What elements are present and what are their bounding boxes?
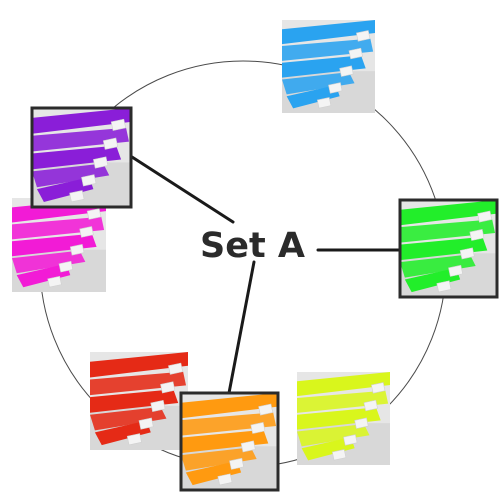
swatch-selected-border [398,198,499,299]
connector-line-purple [130,155,235,224]
wristband-tab [110,118,126,131]
wristband-strip [90,371,187,396]
wristband-tab [339,65,354,77]
wristband-strip [297,390,389,413]
wristband-strip [297,407,381,430]
wristband-strip [181,393,278,419]
wristband-tab [160,381,176,394]
wristband-tab [436,280,452,293]
wristband-tab [69,190,85,203]
wristband-strip [94,420,151,446]
swatch-lime[interactable] [297,372,390,465]
wristband-strip [12,216,105,240]
wristband-strip [400,236,488,261]
wristband-tab [316,97,332,109]
wristband-tab [348,47,363,60]
wristband-strip [32,108,131,134]
wristband-strip [12,233,97,257]
wristband-strip [181,447,257,471]
wristband-tab [356,30,371,42]
wristband-strip [404,267,461,293]
wristband-strip [90,352,188,378]
wristband-tab [371,382,386,394]
wristband-tab [168,362,184,375]
swatch-blue[interactable] [282,20,375,113]
wristband-tab [126,433,142,446]
wristband-tab [93,156,109,169]
wristband-strip [282,72,355,95]
wristband-tab [354,417,369,429]
wristband-strip [301,437,355,461]
swatch-orange[interactable] [179,391,280,492]
wristband-tab [363,399,378,412]
wristband-tab [328,82,343,94]
wristband-tab [477,210,493,223]
wristband-strip [32,127,130,152]
wristband-tab [102,137,119,150]
wristband-strip [12,250,86,274]
wristband-tab [258,403,274,416]
wristband-tab [69,243,85,256]
swatch-green[interactable] [398,198,499,299]
wristband-tab [469,229,485,241]
wristband-tab [150,399,166,412]
swatch-purple[interactable] [30,106,133,209]
wristband-tab [86,208,102,220]
wristband-tab [331,449,347,461]
wristband-strip [286,85,340,109]
wristband-strip [16,263,71,288]
wristband-tab [459,247,475,260]
swatch-selected-border [30,106,133,209]
wristband-tab [240,440,256,453]
wristband-tab [58,260,74,273]
wristband-tab [138,417,154,430]
swatch-red[interactable] [90,352,188,450]
set-label: Set A [200,226,305,266]
wristband-strip [181,429,269,454]
connector-line-orange [227,260,256,395]
connector-lines [130,155,402,395]
wristband-strip [297,372,390,397]
wristband-tab [343,434,358,446]
wristband-strip [400,254,476,278]
wristband-tab [217,473,233,486]
wristband-tab [229,457,245,470]
wristband-strip [181,412,277,436]
wristband-strip [36,177,94,203]
wristband-tab [47,275,62,288]
wristband-tab [81,174,97,187]
wristband-strip [90,406,167,431]
wristband-strip [282,20,375,45]
wristband-tab [448,264,464,277]
wristband-strip [32,163,110,188]
wristband-strip [185,460,242,486]
wristband-strip [282,55,366,78]
wristband-strip [90,389,179,413]
wristband-strip [400,219,496,243]
wristband-strip [297,424,370,447]
wristband-tab [250,422,266,434]
wristband-strip [400,200,497,226]
swatch-selected-border [179,391,280,492]
swatch-pink[interactable] [12,198,106,292]
wristband-strip [282,38,374,61]
wristband-tab [79,226,94,238]
wristband-strip [32,145,122,170]
